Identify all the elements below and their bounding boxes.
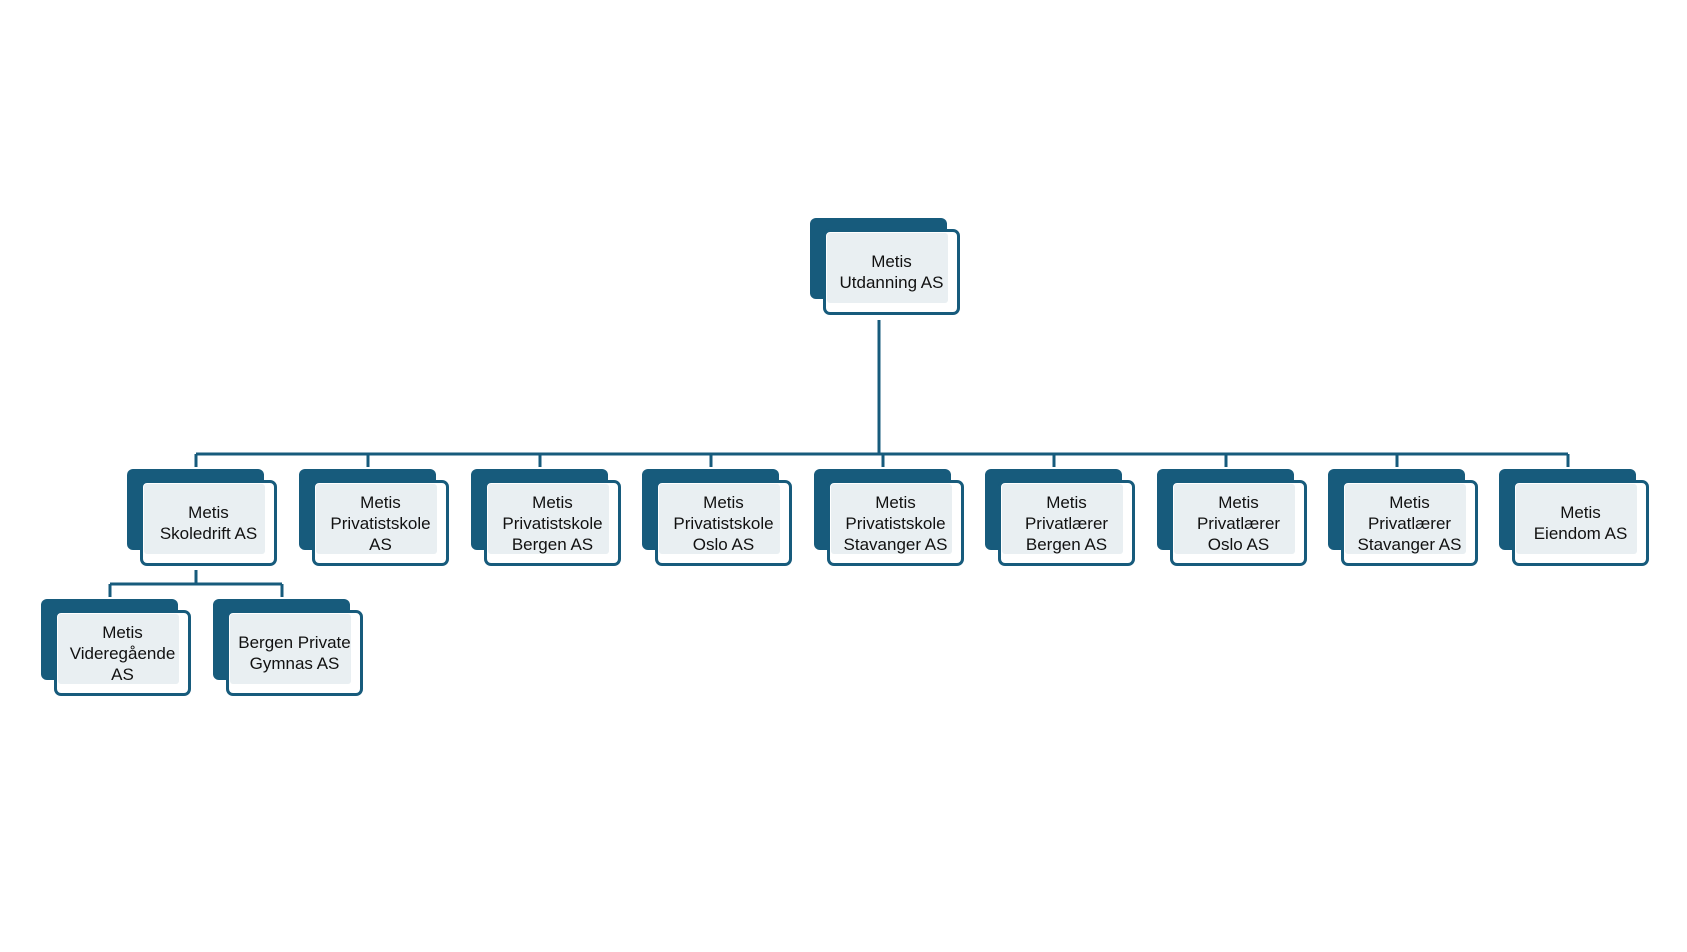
node-label: Metis Privatistskole Bergen AS: [502, 492, 603, 554]
node-card: Metis Privatistskole AS: [312, 480, 449, 566]
node-card: Metis Privatlærer Stavanger AS: [1341, 480, 1478, 566]
node-card: Metis Utdanning AS: [823, 229, 960, 315]
node-card: Metis Privatistskole Oslo AS: [655, 480, 792, 566]
node-label: Bergen Private Gymnas AS: [238, 633, 351, 673]
node-card-fill: [827, 233, 948, 303]
node-label: Metis Utdanning AS: [839, 252, 944, 292]
node-label: Metis Privatlærer Oslo AS: [1196, 492, 1281, 554]
node-card-fill: [1002, 484, 1123, 554]
node-label: Metis Privatistskole Oslo AS: [673, 492, 774, 554]
node-card: Metis Videregående AS: [54, 610, 191, 696]
node-card-fill: [488, 484, 609, 554]
node-card: Bergen Private Gymnas AS: [226, 610, 363, 696]
node-card: Metis Privatlærer Bergen AS: [998, 480, 1135, 566]
node-card-fill: [1345, 484, 1466, 554]
node-card: Metis Privatlærer Oslo AS: [1170, 480, 1307, 566]
node-label: Metis Privatistskole AS: [330, 492, 431, 554]
node-label: Metis Privatistskole Stavanger AS: [843, 492, 948, 554]
node-card: Metis Privatistskole Bergen AS: [484, 480, 621, 566]
node-label: Metis Eiendom AS: [1533, 503, 1628, 543]
node-card-fill: [831, 484, 952, 554]
node-card-fill: [316, 484, 437, 554]
node-label: Metis Privatlærer Bergen AS: [1024, 492, 1109, 554]
node-card-fill: [58, 614, 179, 684]
node-card: Metis Privatistskole Stavanger AS: [827, 480, 964, 566]
node-card-fill: [659, 484, 780, 554]
node-card-fill: [1516, 484, 1637, 554]
node-card-fill: [230, 614, 351, 684]
node-card: Metis Skoledrift AS: [140, 480, 277, 566]
node-card-fill: [144, 484, 265, 554]
node-card-fill: [1174, 484, 1295, 554]
node-label: Metis Videregående AS: [69, 622, 176, 684]
node-label: Metis Privatlærer Stavanger AS: [1357, 492, 1462, 554]
node-card: Metis Eiendom AS: [1512, 480, 1649, 566]
node-label: Metis Skoledrift AS: [159, 503, 258, 543]
